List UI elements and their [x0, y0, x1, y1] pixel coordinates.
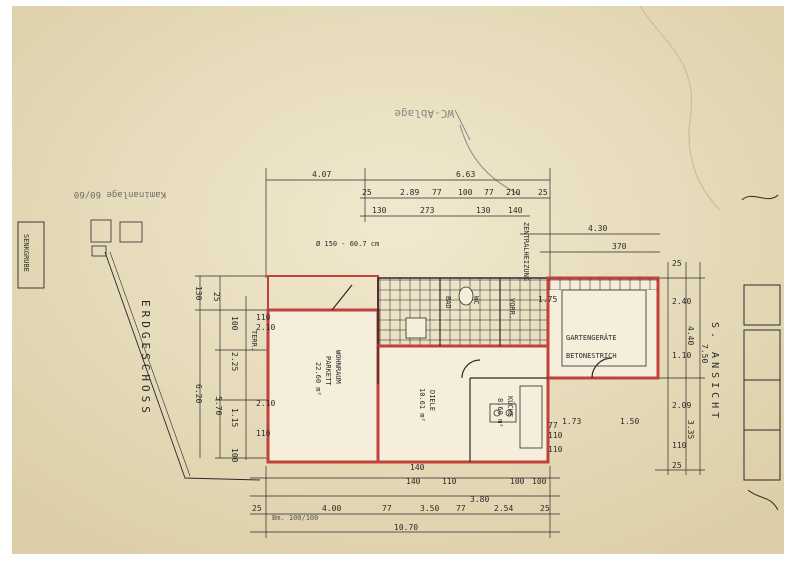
dim-bottom-140: 140	[406, 477, 421, 486]
dim-right-2-09: 2.09	[672, 401, 691, 410]
dim-right-25a: 25	[672, 259, 682, 268]
dim-left-100a: 100	[230, 316, 239, 331]
room-label-wc: WC	[472, 296, 480, 304]
chimney-box	[90, 219, 112, 243]
elevation-sketch	[741, 194, 781, 511]
room-label-bad: BAD	[444, 296, 452, 309]
dim-misc-110: 110	[548, 431, 563, 440]
dimension-lines-top	[265, 168, 660, 278]
dim-right-7-50: 7.50	[700, 344, 709, 363]
dim-top-273: 273	[420, 206, 435, 215]
room-label-zentralheizung: ZENTRALHEIZUNG	[522, 222, 530, 281]
kitchen-fixtures	[489, 385, 543, 449]
room-label-wohnraum: WOHNRAUM	[334, 350, 342, 384]
dim-top-25b: 25	[538, 188, 548, 197]
senkgrube: SENKGRUBE	[17, 219, 143, 289]
dim-left-2-25: 2.25	[230, 352, 239, 371]
dim-top-130b: 130	[476, 206, 491, 215]
dim-bottom-100b: 100	[532, 477, 547, 486]
room-label-betonestrich: BETONESTRICH	[566, 352, 617, 360]
dim-misc-77: 77	[548, 421, 558, 430]
room-label-gartengeraete: GARTENGERÄTE	[566, 333, 617, 342]
dim-top-370: 370	[612, 242, 627, 251]
senkgrube-label: SENKGRUBE	[22, 234, 30, 272]
paper-fold	[639, 5, 721, 211]
dim-top-note: Ø 150 - 60.7 cm	[316, 240, 379, 248]
dim-top-4-30: 4.30	[588, 224, 607, 233]
dim-left-5-70: 5.70	[214, 396, 223, 415]
dim-left-2-10b: 2.10	[256, 399, 275, 408]
view-label: S. ANSICHT	[709, 322, 720, 422]
room-area-wohnraum: 22.60 m²	[314, 362, 322, 396]
room-label-vorr: VORR.	[508, 298, 516, 319]
dim-top-100: 100	[458, 188, 473, 197]
wohnraum-walls	[266, 308, 380, 464]
dim-misc-1-73: 1.73	[562, 417, 581, 426]
dim-misc-110b: 110	[548, 445, 563, 454]
dim-right-2-40: 2.40	[672, 297, 691, 306]
window-note: Bm. 100/100	[272, 514, 318, 522]
dim-top-2-89: 2.89	[400, 188, 419, 197]
room-label-terr: TERR.	[250, 330, 258, 351]
dim-left-100b: 100	[230, 448, 239, 463]
dim-top-140: 140	[508, 206, 523, 215]
dim-top-130a: 130	[372, 206, 387, 215]
dim-bottom-3-50: 3.50	[420, 504, 439, 513]
dim-right-3-35: 3.35	[686, 420, 695, 439]
dim-right-1-10: 1.10	[672, 351, 691, 360]
dim-left-25: 25	[212, 292, 221, 302]
dim-top-77b: 77	[484, 188, 494, 197]
interior-partitions	[331, 278, 613, 462]
dim-bottom-total: 10.70	[394, 523, 418, 532]
dim-misc-1-75: 1.75	[538, 295, 557, 304]
dim-right-25b: 25	[672, 461, 682, 470]
room-label-parkett: PARKETT	[324, 356, 332, 386]
bath-fixtures	[405, 286, 474, 339]
dimension-lines-right	[655, 262, 705, 475]
dim-left-1-15: 1.15	[230, 408, 239, 427]
chimney-box-2	[119, 221, 143, 243]
dim-misc-140: 140	[410, 463, 425, 472]
dimension-lines-bottom	[250, 466, 560, 538]
annex-walls	[546, 276, 660, 380]
dim-top-4-07: 4.07	[312, 170, 331, 179]
dim-misc-1-50: 1.50	[620, 417, 639, 426]
room-area-kueche: 8.60 m²	[496, 398, 504, 428]
drawing-title: ERDGESCHOSS	[139, 300, 152, 417]
dim-top-25a: 25	[362, 188, 372, 197]
dim-left-130: 130	[194, 286, 203, 301]
dim-top-6-63: 6.63	[456, 170, 475, 179]
dim-bottom-110: 110	[442, 477, 457, 486]
dim-bottom-25a: 25	[252, 504, 262, 513]
dim-right-4-40: 4.40	[686, 326, 695, 345]
dim-left-6-20: 6.20	[194, 384, 203, 403]
dim-top-210: 210	[506, 188, 521, 197]
room-area-diele: 10.61 m²	[418, 388, 426, 422]
room-label-diele: DIELE	[428, 390, 436, 411]
dim-left-2-10a: 2.10	[256, 323, 275, 332]
dim-bottom-4-00: 4.00	[322, 504, 341, 513]
dim-top-77a: 77	[432, 188, 442, 197]
dim-bottom-100a: 100	[510, 477, 525, 486]
pencil-arrow	[454, 109, 521, 196]
diele-walls	[376, 344, 550, 464]
pencil-note-left: Kaminanlage 60/60	[74, 189, 166, 199]
dim-bottom-77b: 77	[456, 504, 466, 513]
dim-bottom-2-54: 2.54	[494, 504, 513, 513]
dim-left-110b: 110	[256, 429, 271, 438]
room-label-kueche: KÜCHE	[506, 396, 515, 417]
pencil-note-top: WC-Ablage	[394, 107, 454, 120]
dim-bottom-25b: 25	[540, 504, 550, 513]
sewer-line	[104, 251, 261, 481]
dim-left-110a: 110	[256, 313, 271, 322]
dim-bottom-3-80: 3.80	[470, 495, 489, 504]
dim-right-110: 110	[672, 441, 687, 450]
dim-bottom-77a: 77	[382, 504, 392, 513]
dimension-lines-left	[195, 275, 270, 460]
